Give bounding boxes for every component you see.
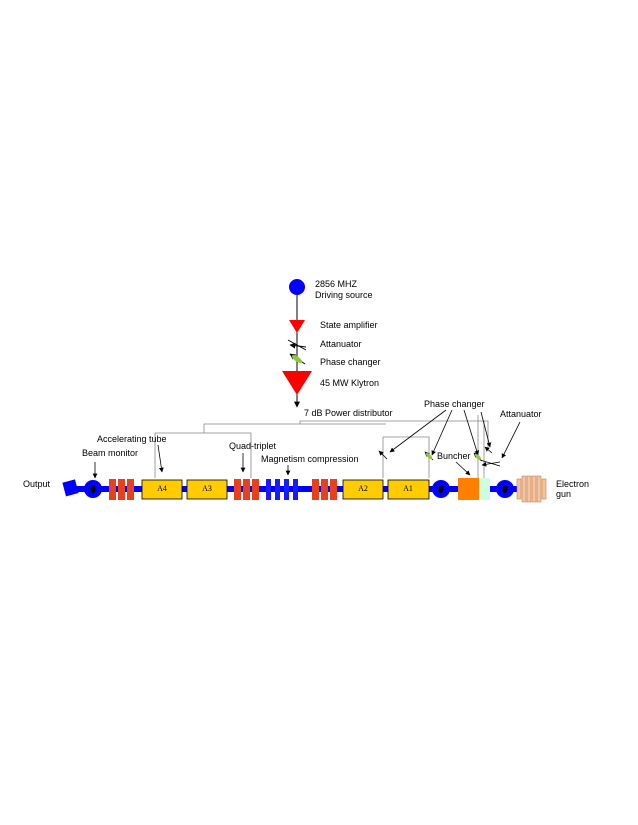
accelerating-tube-arrow <box>157 444 164 473</box>
phase-changer-pointer-3 <box>463 409 480 456</box>
buncher-label: Buncher <box>437 451 471 461</box>
quad-triplet-right <box>312 479 337 500</box>
quad-triplet-middle <box>234 479 259 500</box>
tube-a4-label: A4 <box>157 484 167 493</box>
attenuator-annotation-label: Attanuator <box>500 409 542 419</box>
klystron-label: 45 MW Klytron <box>320 378 379 388</box>
magnetism-compression-magnets <box>266 479 298 500</box>
attenuator-symbol-2 <box>479 459 501 467</box>
state-amplifier-label: State amplifier <box>320 320 378 330</box>
beam-monitor-3-core <box>502 485 508 493</box>
accelerating-tube-label: Accelerating tube <box>97 434 167 444</box>
buncher-arrow <box>455 461 471 476</box>
rf-chain: 2856 MHZ Driving source State amplifier … <box>282 279 393 418</box>
quad-triplet-label: Quad-triplet <box>229 441 277 451</box>
tube-a1-label: A1 <box>403 484 413 493</box>
state-amplifier-triangle <box>289 320 305 333</box>
driving-source-circle <box>289 279 305 295</box>
electron-gun <box>516 475 547 503</box>
tube-a3-label: A3 <box>202 484 212 493</box>
buncher-block <box>458 478 479 500</box>
right-branch-components: Phase changer Attanuator <box>378 399 542 467</box>
beam-monitor-label: Beam monitor <box>82 448 138 458</box>
tube-a2-label: A2 <box>358 484 368 493</box>
output-block <box>62 479 79 497</box>
power-distributor-label: 7 dB Power distributor <box>304 408 393 418</box>
source-freq-label: 2856 MHZ <box>315 279 358 289</box>
attenuator-label: Attanuator <box>320 339 362 349</box>
tube-a2 <box>342 479 384 500</box>
waveguide-network <box>154 415 489 478</box>
magnetism-compression-label: Magnetism compression <box>261 454 359 464</box>
phase-changer-pointer-1 <box>389 409 447 453</box>
klystron-triangle <box>282 371 312 395</box>
tube-a3 <box>186 479 228 500</box>
phase-changer-symbol-buncher <box>473 452 483 462</box>
attenuator-icon <box>287 339 307 351</box>
attenuator-pointer-1 <box>480 411 492 448</box>
phase-changer-symbol-a1 <box>378 450 388 460</box>
quad-triplet-left <box>109 479 134 500</box>
electron-gun-label-line1: Electron <box>556 479 589 489</box>
tube-a1 <box>387 479 430 500</box>
attenuator-symbol-1 <box>484 446 493 454</box>
beamline: Output Beam monitor A4 Accelerating tube… <box>23 434 589 503</box>
buncher-adjacent-block <box>479 478 490 500</box>
electron-gun-label-line2: gun <box>556 489 571 499</box>
beam-monitor-core <box>90 485 96 493</box>
phase-changer-annotation-label: Phase changer <box>424 399 485 409</box>
source-name-label: Driving source <box>315 290 373 300</box>
beam-monitor-2-core <box>438 485 444 493</box>
output-label: Output <box>23 479 51 489</box>
phase-changer-label: Phase changer <box>320 357 381 367</box>
tube-a4 <box>141 479 183 500</box>
phase-changer-symbol-a2 <box>424 451 434 461</box>
phase-changer-icon <box>289 353 306 365</box>
phase-changer-pointer-2 <box>431 409 453 456</box>
attenuator-pointer-2 <box>501 421 521 459</box>
